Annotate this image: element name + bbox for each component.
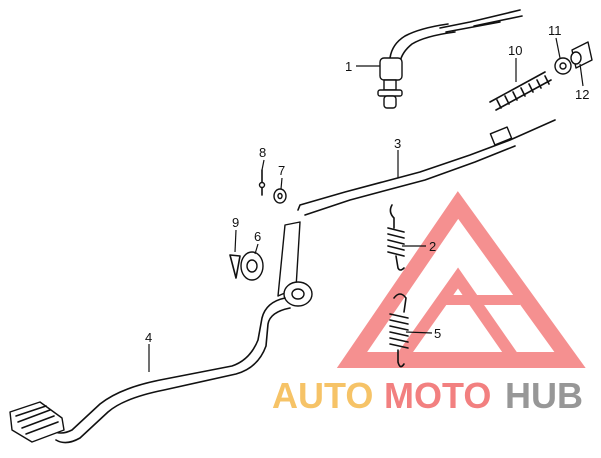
part-2-spring [387,204,405,271]
callout-2: 2 [429,239,436,254]
part-6-washer [240,251,264,281]
part-1-switch-assembly [377,9,523,109]
callout-3: 3 [394,136,401,151]
callout-4: 4 [145,330,152,345]
watermark-auto: AUTO [272,375,373,416]
callout-5: 5 [434,326,441,341]
part-5-spring [389,293,409,368]
part-7-washer [273,188,287,204]
part-12-adjuster [570,41,593,69]
watermark-text: AUTO MOTO HUB [272,375,583,416]
part-8-cotter-pin [258,169,266,196]
part-4-brake-pedal [9,221,313,444]
callout-labels: 1 2 3 4 5 6 7 8 9 10 11 12 [145,23,589,345]
callout-6: 6 [254,229,261,244]
callout-11: 11 [548,23,562,38]
part-9-cotter-pin [229,254,241,279]
part-3-brake-rod [297,119,556,216]
watermark-hub: HUB [505,375,583,416]
callout-10: 10 [508,43,522,58]
callout-9: 9 [232,215,239,230]
callout-8: 8 [259,145,266,160]
watermark-logo [336,191,586,368]
callout-7: 7 [278,163,285,178]
part-11-nut [554,57,572,75]
leader-lines [148,37,584,372]
callout-12: 12 [575,87,589,102]
watermark-moto: MOTO [384,375,491,416]
part-10-spring [489,71,552,111]
callout-1: 1 [345,59,352,74]
